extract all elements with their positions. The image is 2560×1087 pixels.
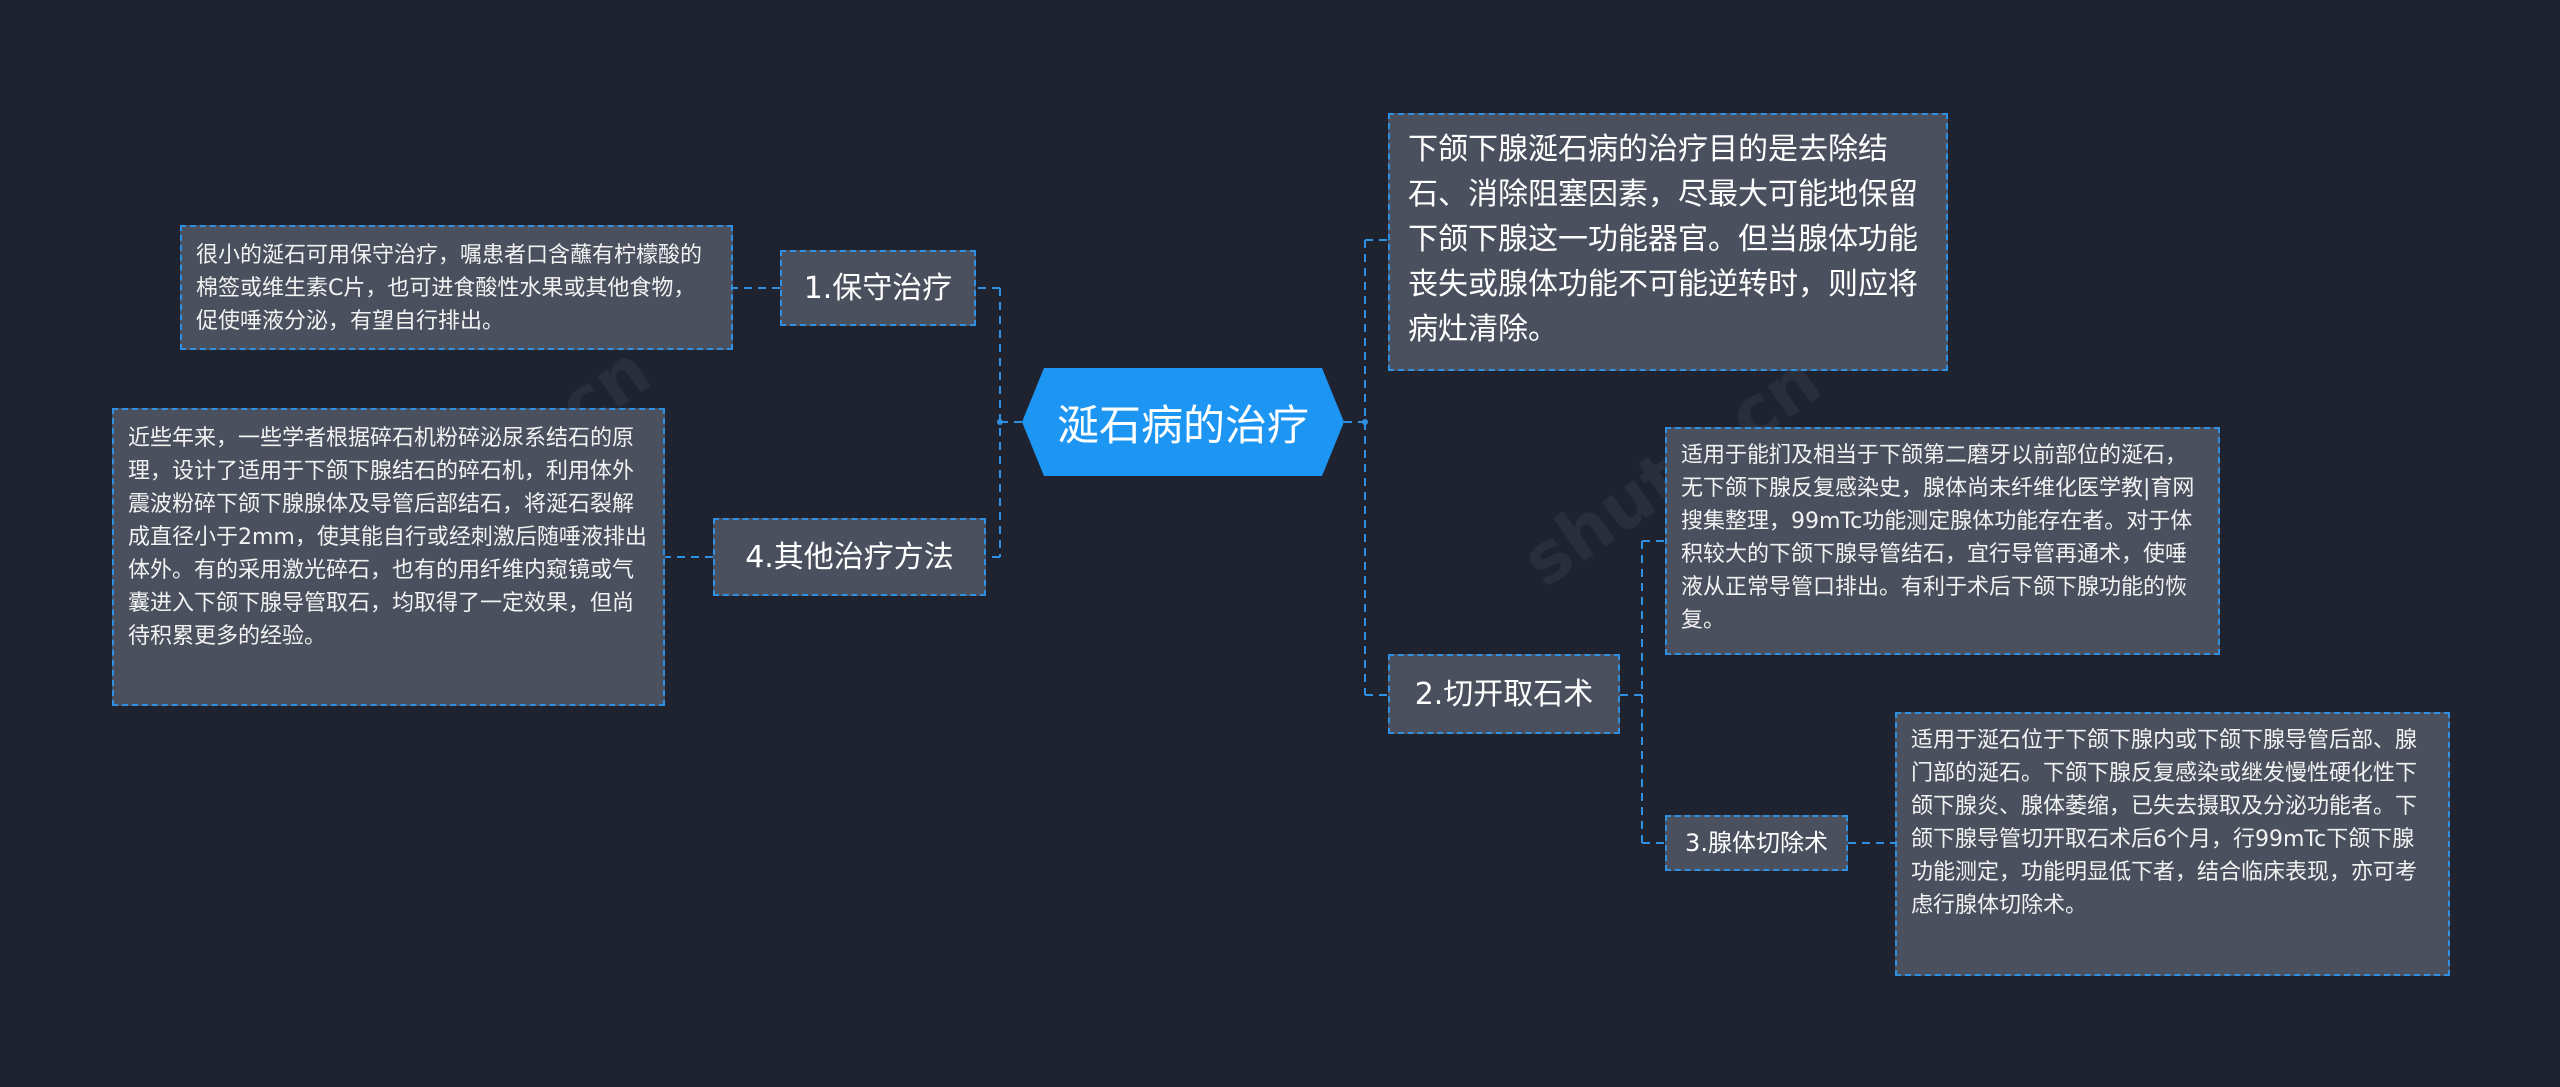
detail-other-treatment[interactable]: 近些年来，一些学者根据碎石机粉碎泌尿系结石的原理，设计了适用于下颌下腺结石的碎石… xyxy=(112,408,665,706)
topic-label: 2.切开取石术 xyxy=(1414,676,1594,712)
detail-text: 近些年来，一些学者根据碎石机粉碎泌尿系结石的原理，设计了适用于下颌下腺结石的碎石… xyxy=(128,426,647,649)
connector-dot xyxy=(997,419,1003,425)
topic-other-treatment[interactable]: 4.其他治疗方法 xyxy=(713,518,986,596)
detail-text: 适用于涎石位于下颌下腺内或下颌下腺导管后部、腺门部的涎石。下颌下腺反复感染或继发… xyxy=(1911,728,2418,918)
connector-incision-branch xyxy=(1620,541,1643,843)
topic-conservative-treatment[interactable]: 1.保守治疗 xyxy=(780,250,976,326)
central-topic-label: 涎石病的治疗 xyxy=(1056,400,1309,450)
topic-gland-excision[interactable]: 3.腺体切除术 xyxy=(1665,815,1848,871)
detail-text: 很小的涎石可用保守治疗，嘱患者口含蘸有柠檬酸的棉签或维生素C片，也可进食酸性水果… xyxy=(196,243,703,334)
detail-gland-excision[interactable]: 适用于涎石位于下颌下腺内或下颌下腺导管后部、腺门部的涎石。下颌下腺反复感染或继发… xyxy=(1895,712,2450,976)
topic-label: 4.其他治疗方法 xyxy=(745,539,954,575)
detail-treatment-goal[interactable]: 下颌下腺涎石病的治疗目的是去除结石、消除阻塞因素，尽最大可能地保留下颌下腺这一功… xyxy=(1388,113,1948,371)
topic-label: 1.保守治疗 xyxy=(803,270,953,306)
connector-center-left xyxy=(999,288,1022,557)
detail-conservative-treatment[interactable]: 很小的涎石可用保守治疗，嘱患者口含蘸有柠檬酸的棉签或维生素C片，也可进食酸性水果… xyxy=(180,225,733,350)
detail-incision-lithotomy[interactable]: 适用于能扪及相当于下颌第二磨牙以前部位的涎石，无下颌下腺反复感染史，腺体尚未纤维… xyxy=(1665,427,2220,655)
topic-incision-lithotomy[interactable]: 2.切开取石术 xyxy=(1388,654,1620,734)
detail-text: 适用于能扪及相当于下颌第二磨牙以前部位的涎石，无下颌下腺反复感染史，腺体尚未纤维… xyxy=(1681,443,2195,633)
topic-label: 3.腺体切除术 xyxy=(1685,829,1828,857)
connector-center-right xyxy=(1344,240,1366,695)
connector-dot xyxy=(1362,419,1368,425)
detail-text: 下颌下腺涎石病的治疗目的是去除结石、消除阻塞因素，尽最大可能地保留下颌下腺这一功… xyxy=(1408,132,1918,347)
central-topic[interactable]: 涎石病的治疗 xyxy=(1022,368,1344,476)
